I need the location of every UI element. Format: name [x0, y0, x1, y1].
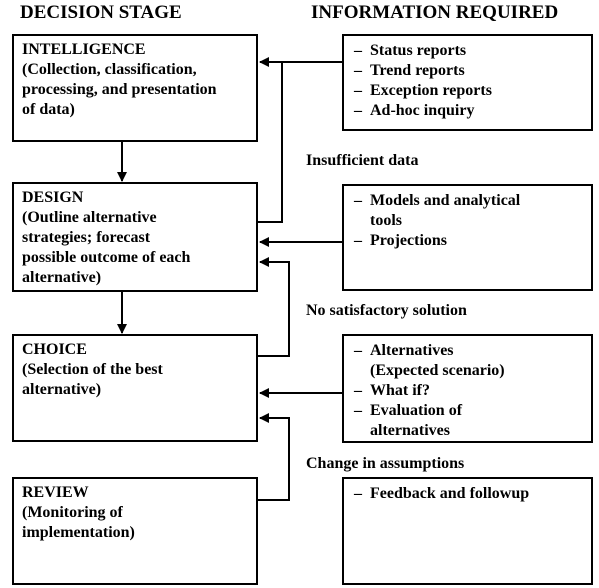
- info-item: Ad-hoc inquiry: [354, 101, 585, 121]
- feedback-review-to-choice: [258, 413, 290, 501]
- stage-design-box: DESIGN (Outline alternative strategies; …: [12, 182, 258, 292]
- info-box-intelligence: Status reports Trend reports Exception r…: [342, 34, 593, 131]
- stage-review-box: REVIEW (Monitoring of implementation): [12, 477, 258, 585]
- stage-title: REVIEW: [22, 484, 89, 501]
- info-item: Trend reports: [354, 61, 585, 81]
- stage-choice-box: CHOICE (Selection of the best alternativ…: [12, 334, 258, 442]
- info-item: Status reports: [354, 41, 585, 61]
- header-information-required: INFORMATION REQUIRED: [311, 2, 559, 23]
- stage-intelligence-box: INTELLIGENCE (Collection, classification…: [12, 34, 258, 142]
- stage-title: CHOICE: [22, 341, 87, 358]
- stage-title: INTELLIGENCE: [22, 41, 146, 58]
- info-item: Exception reports: [354, 81, 585, 101]
- label-change-in-assumptions: Change in assumptions: [306, 455, 465, 472]
- label-insufficient-data: Insufficient data: [306, 152, 419, 169]
- info-box-design: Models and analytical tools Projections: [342, 184, 593, 291]
- feedback-choice-to-design: [258, 257, 290, 357]
- stage-description: (Outline alternative strategies; forecas…: [22, 209, 191, 286]
- info-box-choice: Alternatives (Expected scenario) What if…: [342, 334, 593, 443]
- stage-description: (Selection of the best alternative): [22, 361, 163, 398]
- label-no-satisfactory-solution: No satisfactory solution: [306, 302, 467, 319]
- stage-title: DESIGN: [22, 189, 84, 206]
- stage-description: (Monitoring of implementation): [22, 504, 135, 541]
- info-box-review: Feedback and followup: [342, 477, 593, 585]
- info-item: What if?: [354, 381, 585, 401]
- header-decision-stage: DECISION STAGE: [20, 2, 182, 23]
- feedback-design-to-intelligence: [258, 62, 283, 223]
- info-item: Projections: [354, 231, 585, 251]
- info-item: Feedback and followup: [354, 484, 585, 504]
- stage-description: (Collection, classification, processing,…: [22, 61, 217, 118]
- info-item: Alternatives (Expected scenario): [354, 341, 585, 381]
- info-item: Models and analytical tools: [354, 191, 585, 231]
- info-item: Evaluation of alternatives: [354, 401, 585, 441]
